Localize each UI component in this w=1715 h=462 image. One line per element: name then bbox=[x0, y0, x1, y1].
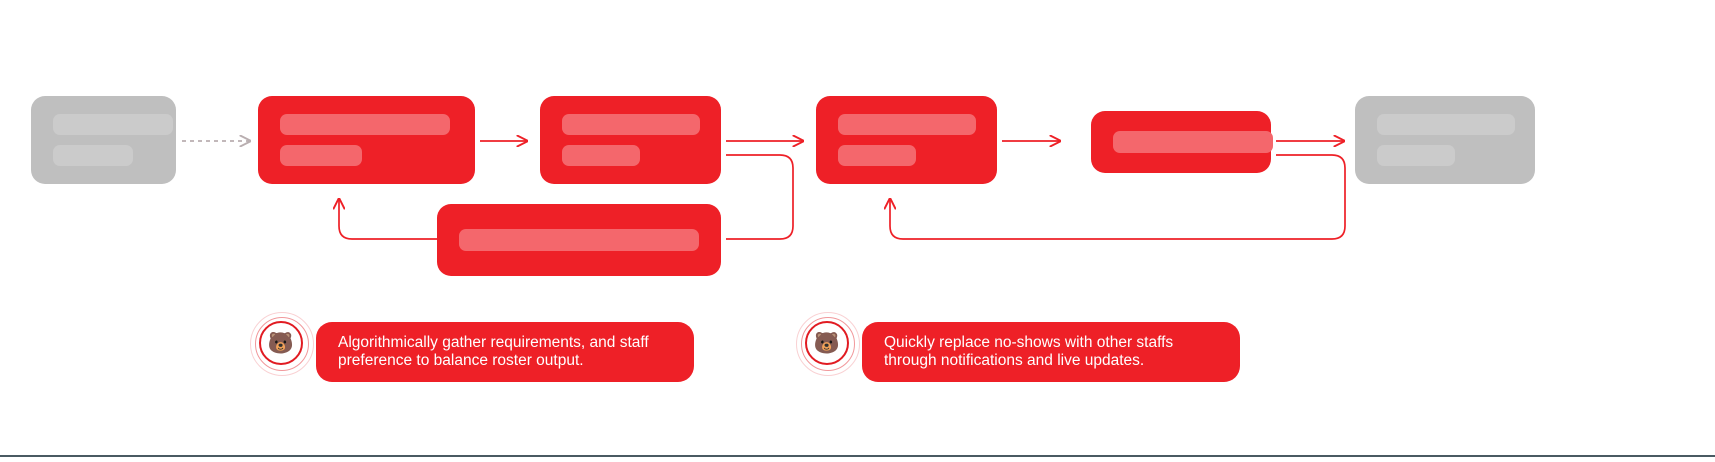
node-bar-primary bbox=[280, 114, 450, 135]
callout-2-avatar: 🐻 bbox=[796, 312, 860, 376]
callout-1: Algorithmically gather requirements, and… bbox=[316, 322, 694, 382]
connector-n7-n2-loop bbox=[339, 199, 437, 240]
callout-2: Quickly replace no-shows with other staf… bbox=[862, 322, 1240, 382]
node-bar-secondary bbox=[1377, 145, 1455, 166]
node-bar-secondary bbox=[53, 145, 133, 166]
footer-divider bbox=[0, 455, 1715, 457]
node-bar-secondary bbox=[280, 145, 362, 166]
flow-node-4[interactable] bbox=[816, 96, 997, 184]
callout-1-text: Algorithmically gather requirements, and… bbox=[338, 334, 649, 369]
node-bar-secondary bbox=[562, 145, 640, 166]
node-bar-primary bbox=[838, 114, 976, 135]
node-bar-primary bbox=[1377, 114, 1515, 135]
node-bar-secondary bbox=[838, 145, 916, 166]
bear-avatar-icon: 🐻 bbox=[267, 331, 295, 355]
node-bar-primary bbox=[562, 114, 700, 135]
node-bar-primary bbox=[459, 229, 699, 251]
node-bar-primary bbox=[53, 114, 173, 135]
flow-node-3[interactable] bbox=[540, 96, 721, 184]
flow-node-5[interactable] bbox=[1091, 111, 1273, 173]
callout-2-text: Quickly replace no-shows with other staf… bbox=[884, 334, 1174, 369]
bear-avatar-icon: 🐻 bbox=[813, 331, 841, 355]
flow-node-7[interactable] bbox=[437, 204, 721, 276]
node-bar-primary bbox=[1113, 131, 1273, 153]
flow-node-2[interactable] bbox=[258, 96, 475, 184]
connector-n3-n7-loop bbox=[726, 154, 794, 240]
callout-1-avatar: 🐻 bbox=[250, 312, 314, 376]
flow-node-1[interactable] bbox=[31, 96, 176, 184]
flow-node-6[interactable] bbox=[1355, 96, 1535, 184]
